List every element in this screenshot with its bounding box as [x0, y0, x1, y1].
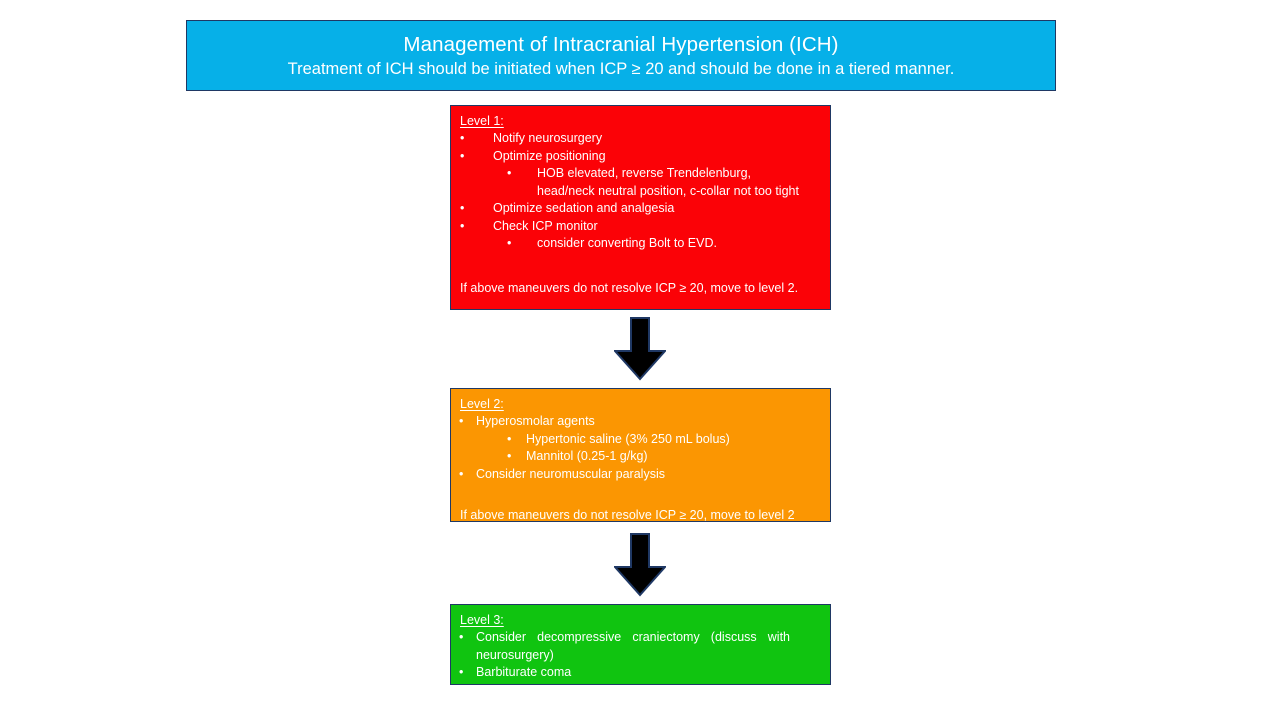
bullet-icon: •	[507, 431, 512, 446]
header-banner: Management of Intracranial Hypertension …	[186, 20, 1056, 91]
list-item-label: Consider decompressive craniectomy (disc…	[476, 630, 790, 662]
page-title: Management of Intracranial Hypertension …	[403, 32, 839, 56]
list-item: • Check ICP monitor	[451, 218, 830, 236]
bullet-icon: •	[507, 236, 512, 250]
list-item: • Optimize sedation and analgesia	[451, 200, 830, 218]
level-3-bullet-list: • Consider decompressive craniectomy (di…	[451, 629, 830, 682]
level-2-heading: Level 2:	[460, 397, 504, 411]
bullet-icon: •	[459, 466, 464, 481]
level-2-footer-note: If above maneuvers do not resolve ICP ≥ …	[460, 508, 795, 522]
bullet-icon: •	[507, 166, 512, 180]
list-item: • Barbiturate coma	[451, 664, 830, 682]
level-3-box: Level 3: • Consider decompressive cranie…	[450, 604, 831, 685]
list-item-label: Optimize positioning	[493, 148, 606, 163]
bullet-icon: •	[459, 414, 464, 428]
bullet-icon: •	[460, 131, 465, 145]
level-3-heading: Level 3:	[460, 613, 504, 627]
list-item-label: HOB elevated, reverse Trendelenburg, hea…	[537, 166, 799, 198]
list-item-label: Check ICP monitor	[493, 218, 598, 233]
arrow-down-icon-level1-to-level2	[612, 317, 668, 381]
bullet-icon: •	[460, 218, 465, 233]
level-1-bullet-list: • Notify neurosurgery • Optimize positio…	[451, 130, 830, 253]
list-item: • Mannitol (0.25-1 g/kg)	[451, 448, 830, 466]
level-1-heading: Level 1:	[460, 114, 504, 128]
list-item-label: Optimize sedation and analgesia	[493, 201, 675, 215]
bullet-icon: •	[460, 148, 465, 163]
arrow-down-icon-level2-to-level3	[612, 533, 668, 597]
bullet-icon: •	[507, 449, 512, 463]
list-item: • Optimize positioning	[451, 148, 830, 166]
page-subtitle: Treatment of ICH should be initiated whe…	[287, 59, 955, 78]
list-item-label: Hyperosmolar agents	[476, 414, 595, 428]
list-item-label: Hypertonic saline (3% 250 mL bolus)	[526, 431, 730, 446]
bullet-icon: •	[459, 630, 464, 644]
list-item-label: consider converting Bolt to EVD.	[537, 236, 717, 250]
list-item: • Consider decompressive craniectomy (di…	[451, 629, 830, 664]
list-item: • Hypertonic saline (3% 250 mL bolus)	[451, 431, 830, 449]
level-1-footer-note: If above maneuvers do not resolve ICP ≥ …	[460, 280, 799, 295]
bullet-icon: •	[459, 665, 464, 679]
level-2-bullet-list: • Hyperosmolar agents • Hypertonic salin…	[451, 413, 830, 483]
list-item-label: Notify neurosurgery	[493, 131, 603, 145]
level-1-box: Level 1: • Notify neurosurgery • Optimiz…	[450, 105, 831, 310]
list-item: • Notify neurosurgery	[451, 130, 830, 148]
level-2-box: Level 2: • Hyperosmolar agents • Hyperto…	[450, 388, 831, 522]
list-item-label: Consider neuromuscular paralysis	[476, 466, 665, 481]
list-item: • HOB elevated, reverse Trendelenburg, h…	[451, 165, 830, 200]
list-item: • Consider neuromuscular paralysis	[451, 466, 830, 484]
list-item-label: Barbiturate coma	[476, 665, 572, 679]
list-item: • consider converting Bolt to EVD.	[451, 235, 830, 253]
bullet-icon: •	[460, 201, 465, 215]
list-item-label: Mannitol (0.25-1 g/kg)	[526, 449, 648, 463]
list-item: • Hyperosmolar agents	[451, 413, 830, 431]
